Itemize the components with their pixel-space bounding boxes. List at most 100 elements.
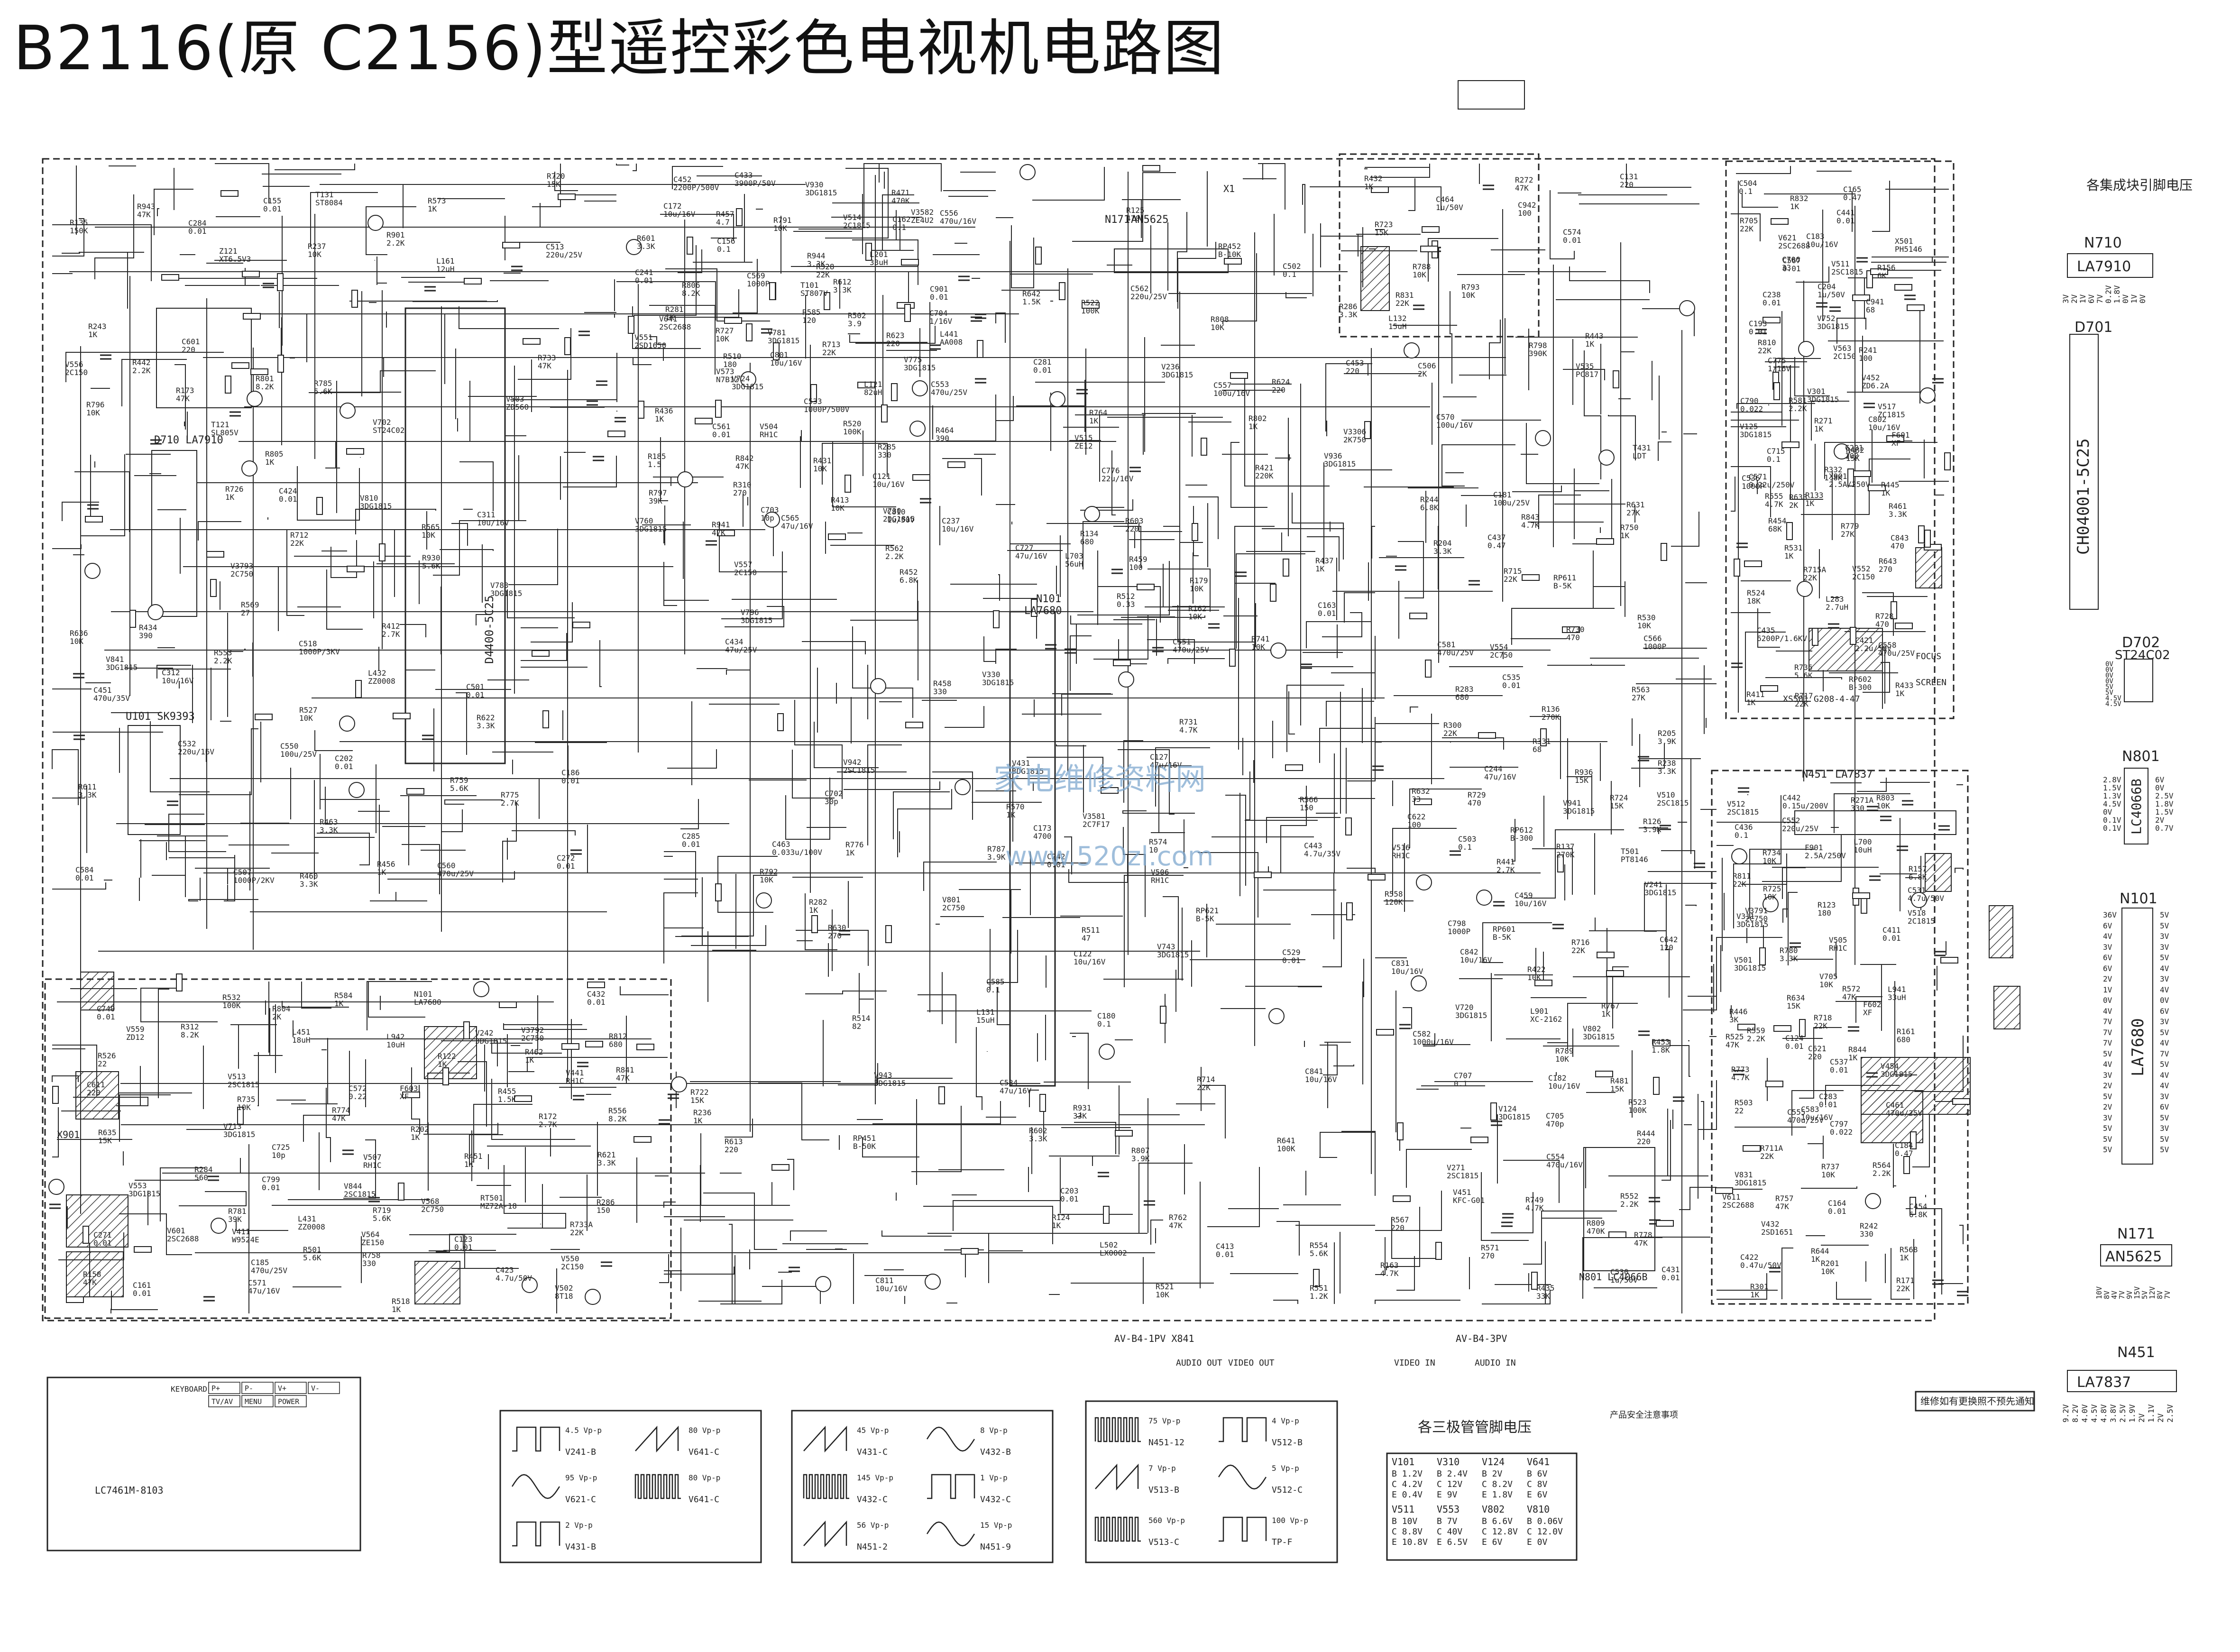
transistor-voltage: C 4.2V <box>1392 1479 1423 1489</box>
waveform-amplitude: 95 Vp-p <box>565 1473 597 1482</box>
connector-video-out: VIDEO OUT <box>1228 1358 1275 1368</box>
wire <box>616 281 716 321</box>
pin-voltage-value: 7V <box>2103 1017 2112 1026</box>
pin-voltage-value: 7V <box>2095 294 2104 303</box>
keypad-cell <box>241 1382 274 1394</box>
wire <box>301 982 331 1009</box>
pin-voltage-value: 3V <box>2160 932 2169 941</box>
wire <box>796 930 869 966</box>
ic-n451-label: N451 <box>2117 1344 2155 1361</box>
wire <box>554 172 578 191</box>
transistor-voltage-header: 各三极管管脚电压 <box>1418 1419 1532 1436</box>
waveform-label: N451-12 <box>1148 1438 1184 1448</box>
wire <box>1029 1090 1039 1107</box>
pin-voltage-value: 0V <box>2155 783 2165 792</box>
resistor-symbol <box>1557 854 1564 872</box>
transistor-voltage: E 9V <box>1437 1490 1458 1500</box>
wire <box>1511 608 1615 645</box>
wire <box>1593 551 1625 609</box>
ic-outline <box>1458 80 1525 110</box>
wire <box>326 569 363 630</box>
transistor-voltage: B 6.6V <box>1482 1516 1513 1526</box>
waveform-label: TP-F <box>1272 1537 1292 1547</box>
wire <box>1626 164 1691 188</box>
transistor-symbol <box>1797 581 1813 597</box>
resistor-symbol <box>1224 258 1242 265</box>
wire <box>80 454 125 536</box>
transistor-voltage: C 8.8V <box>1392 1527 1423 1537</box>
resistor-symbol <box>1653 1077 1660 1095</box>
pin-voltage-value: 9V <box>2125 1291 2134 1299</box>
pin-voltage-value: 5V <box>2103 1135 2112 1144</box>
wire <box>959 889 1021 954</box>
resistor-symbol <box>769 282 776 300</box>
hatched-area <box>414 1261 460 1304</box>
resistor-symbol <box>1773 382 1780 400</box>
resistor-symbol <box>1656 1220 1674 1227</box>
wire <box>1386 1207 1420 1270</box>
wire <box>1538 495 1581 529</box>
wire <box>1406 1149 1472 1188</box>
resistor-symbol <box>1895 623 1913 629</box>
resistor-symbol <box>1868 485 1886 491</box>
resistor-symbol <box>865 243 872 261</box>
resistor-symbol <box>1853 470 1871 477</box>
transistor-voltage: E 0.4V <box>1392 1490 1423 1500</box>
wire <box>790 1230 827 1241</box>
pin-voltage-value: 2.5V <box>2166 1404 2175 1423</box>
wire <box>508 529 558 585</box>
waveform-amplitude: 8 Vp-p <box>980 1426 1008 1435</box>
ic-n101-part: LA7680 <box>2129 1018 2148 1076</box>
pin-voltage-value: 5V <box>2160 1145 2169 1154</box>
wire <box>805 991 887 994</box>
wire <box>1662 1120 1671 1181</box>
wire <box>195 868 270 884</box>
wire <box>367 981 432 1030</box>
wire <box>1894 981 1917 1075</box>
wire <box>1685 905 1697 906</box>
wire <box>1745 632 1811 702</box>
resistor-symbol <box>242 271 260 277</box>
wire <box>599 640 602 687</box>
resistor-symbol <box>1894 284 1912 291</box>
wire <box>330 540 357 578</box>
wire <box>411 1067 420 1134</box>
watermark-line2: www.520zl.com <box>1005 841 1213 872</box>
wire <box>119 1094 171 1142</box>
